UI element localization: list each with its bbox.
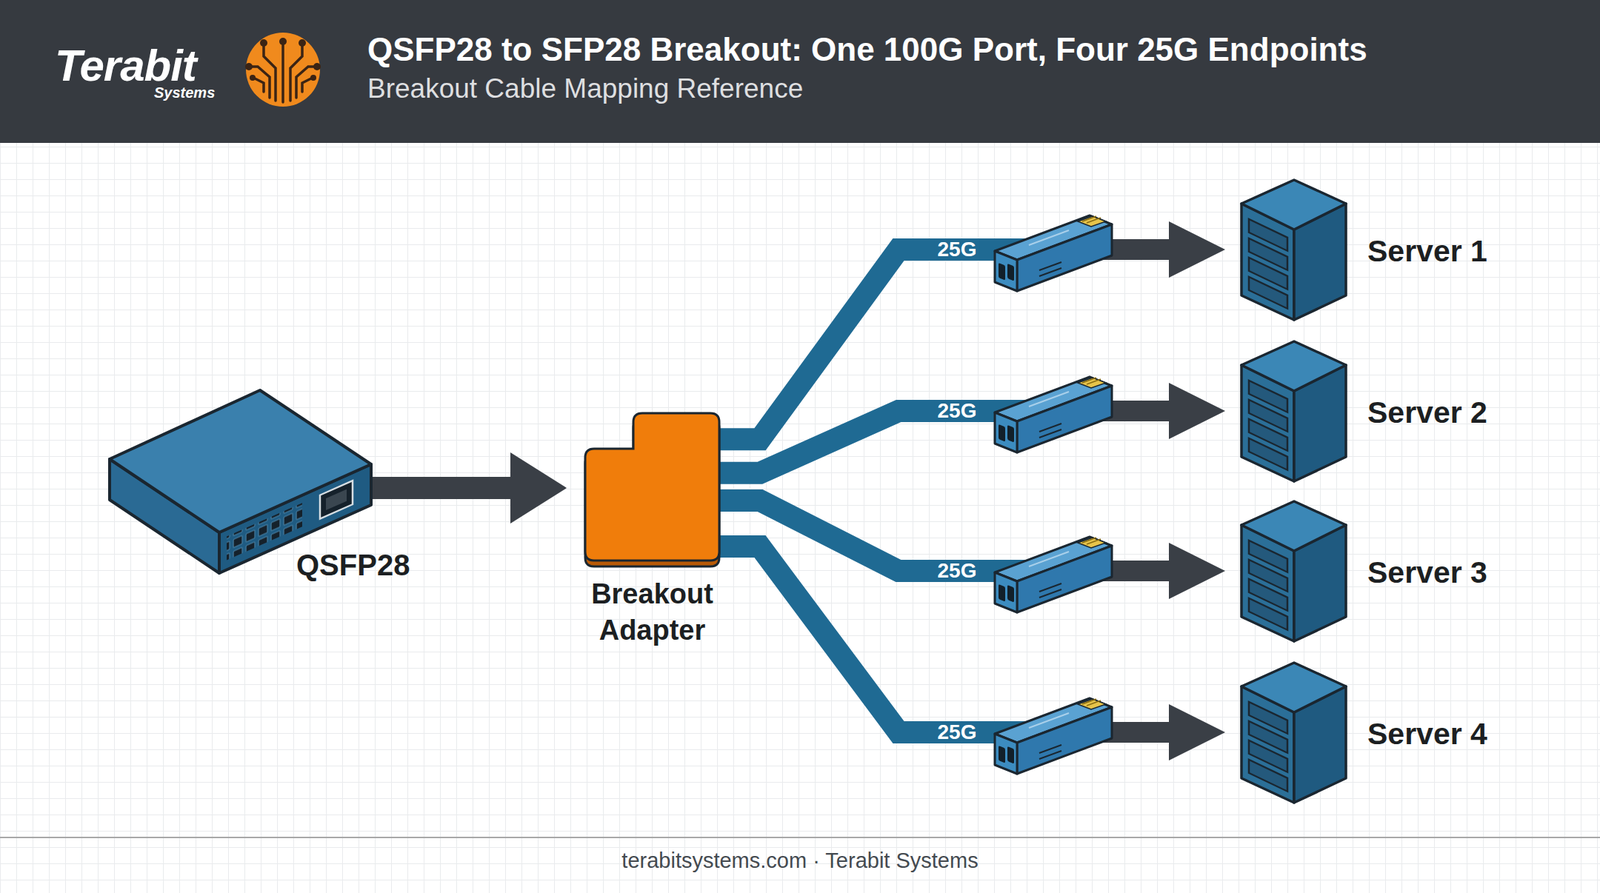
edge-label: 25G: [934, 560, 980, 583]
logo-tagline: Systems: [154, 84, 215, 102]
edge-connector: [719, 546, 1226, 761]
shape-rect: [320, 480, 353, 520]
shape-g: [226, 480, 353, 560]
shape-circle: [313, 62, 321, 71]
logo-wordmark: Terabit: [54, 40, 197, 92]
shape-circle: [245, 62, 253, 71]
shape-g: [251, 44, 315, 103]
shape-svg: [1240, 178, 1348, 322]
shape-rect: [325, 489, 347, 511]
edge-connector: [372, 452, 567, 524]
shape-rect: [1248, 760, 1288, 792]
shape-polygon: [109, 390, 372, 533]
shape-circle: [279, 37, 287, 46]
server-node: Server 1: [1240, 178, 1537, 322]
shape-rect: [226, 502, 303, 560]
node-label: QSFP28: [296, 545, 410, 585]
shape-circle: [245, 32, 320, 107]
node-label: Server 1: [1367, 231, 1488, 272]
server-node: Server 2: [1240, 340, 1537, 483]
shape-path: [296, 66, 315, 98]
shape-g: [1248, 380, 1288, 471]
shape-circle: [260, 39, 268, 47]
shape-svg: [1240, 661, 1348, 805]
shape-circle: [298, 39, 306, 47]
diagram-subtitle: Breakout Cable Mapping Reference: [367, 73, 803, 105]
shape-circle: [310, 74, 317, 81]
shape-path: [251, 66, 270, 98]
edge-connector: [719, 221, 1226, 440]
breakout-cable: [719, 546, 1038, 733]
shape-svg: [1240, 500, 1348, 643]
network-switch: QSFP28: [107, 387, 373, 577]
shape-svg: [1240, 340, 1348, 483]
edge-label: 25G: [934, 400, 980, 423]
shape-g: [1248, 219, 1288, 309]
server-node: Server 3: [1240, 500, 1537, 643]
shape-use: [994, 537, 1112, 613]
edge-label: 25G: [934, 238, 980, 261]
shape-path: [585, 413, 720, 561]
node-label: Server 2: [1367, 393, 1488, 433]
breakout-adapter: Breakout Adapter: [585, 413, 720, 643]
node-label: Server 3: [1367, 553, 1488, 593]
edge-connector: [719, 382, 1226, 474]
shape-use: [994, 215, 1112, 292]
diagram-title: QSFP28 to SFP28 Breakout: One 100G Port,…: [367, 31, 1368, 69]
node-label: Breakout Adapter: [555, 576, 749, 650]
node-label: Server 4: [1367, 714, 1488, 755]
shape-rect: [1248, 598, 1288, 631]
shape-path: [254, 78, 264, 92]
logo-icon: [245, 32, 321, 107]
footer-caption: terabitsystems.com · Terabit Systems: [621, 848, 978, 874]
shape-use: [994, 377, 1112, 453]
shape-g: [1248, 540, 1288, 631]
shape-svg: [107, 387, 373, 577]
shape-path: [281, 44, 285, 103]
edge-label: 25G: [934, 721, 980, 744]
shape-g: [245, 37, 321, 81]
shape-use: [994, 698, 1112, 775]
header-bar: [0, 0, 1600, 143]
shape-path: [302, 78, 312, 92]
shape-rect: [1248, 277, 1288, 309]
breakout-cable: [719, 411, 1038, 474]
shape-svg: [585, 413, 720, 567]
arrow-shape: [372, 452, 567, 524]
shape-rect: [1248, 438, 1288, 471]
shape-g: [1248, 702, 1288, 792]
server-node: Server 4: [1240, 661, 1537, 805]
footer-rule: [0, 837, 1600, 839]
shape-circle: [249, 74, 256, 81]
